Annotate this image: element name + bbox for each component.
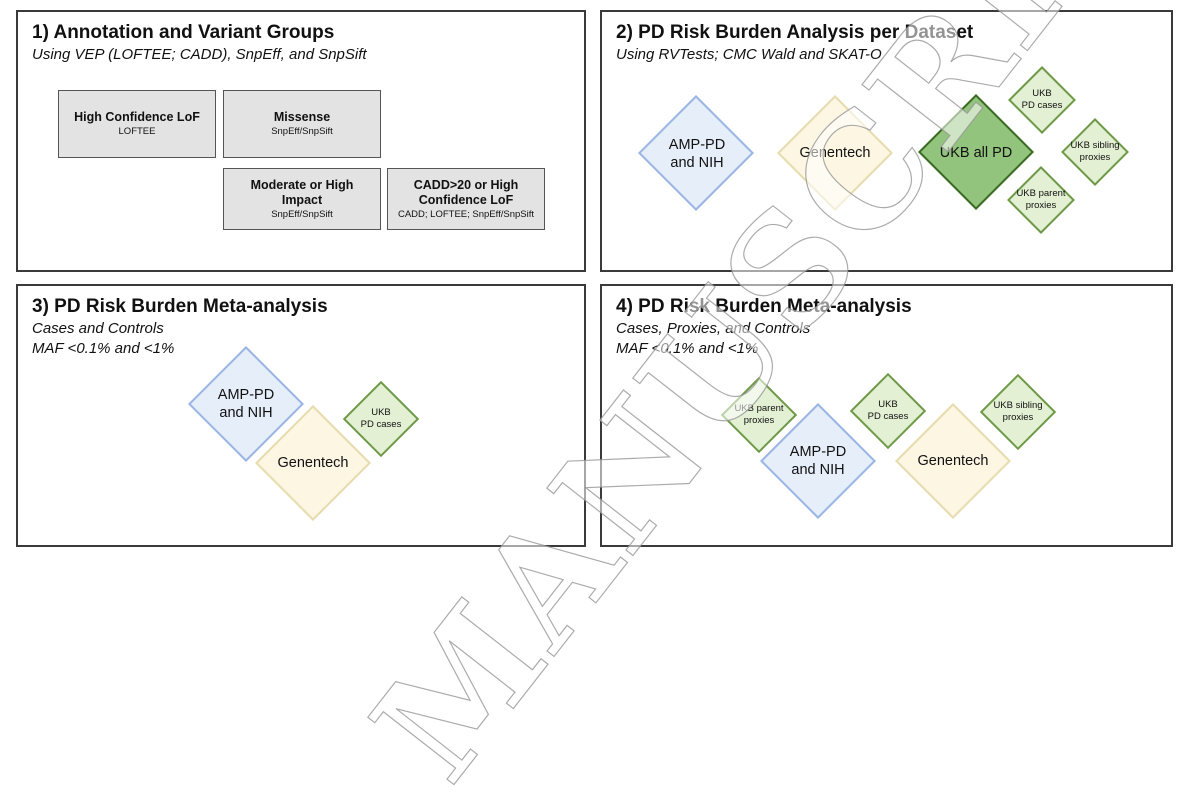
panel3-title: 3) PD Risk Burden Meta-analysis — [32, 296, 328, 317]
box-high-confidence-lof: High Confidence LoF LOFTEE — [58, 90, 216, 158]
label-ukb-sibling-proxies: UKB sibling proxies — [1070, 140, 1120, 163]
panel1-title: 1) Annotation and Variant Groups — [32, 22, 335, 43]
label-ukb-all-pd: UKB all PD — [939, 145, 1013, 161]
box-sub: LOFTEE — [118, 126, 156, 137]
label-amp-pd: AMP-PD and NIH — [789, 444, 847, 478]
panel2-subtitle: Using RVTests; CMC Wald and SKAT-O — [616, 46, 882, 63]
label-genentech: Genentech — [799, 145, 871, 161]
box-title: CADD>20 or High Confidence LoF — [413, 177, 519, 207]
box-moderate-high-impact: Moderate or High Impact SnpEff/SnpSift — [223, 168, 381, 230]
panel-annotation: 1) Annotation and Variant Groups Using V… — [16, 10, 586, 272]
panel3-subtitle-2: MAF <0.1% and <1% — [32, 340, 175, 357]
box-sub: CADD; LOFTEE; SnpEff/SnpSift — [397, 208, 535, 220]
label-ukb-parent-proxies: UKB parent proxies — [734, 403, 784, 426]
box-cadd-lof: CADD>20 or High Confidence LoF CADD; LOF… — [387, 168, 545, 230]
label-genentech: Genentech — [277, 455, 349, 471]
panel4-title: 4) PD Risk Burden Meta-analysis — [616, 296, 912, 317]
box-title: High Confidence LoF — [74, 110, 200, 124]
panel4-subtitle-2: MAF <0.1% and <1% — [616, 340, 759, 357]
box-sub: SnpEff/SnpSift — [271, 126, 333, 137]
panel1-subtitle: Using VEP (LOFTEE; CADD), SnpEff, and Sn… — [32, 46, 367, 63]
panel3-subtitle-1: Cases and Controls — [32, 320, 164, 337]
panel-risk-burden-per-dataset: 2) PD Risk Burden Analysis per Dataset U… — [600, 10, 1173, 272]
label-ukb-pd-cases: UKB PD cases — [360, 407, 402, 430]
box-title: Missense — [273, 110, 331, 124]
panel-meta-analysis-cases-controls: 3) PD Risk Burden Meta-analysis Cases an… — [16, 284, 586, 547]
label-ukb-sibling-proxies: UKB sibling proxies — [993, 400, 1043, 423]
label-ukb-pd-cases: UKB PD cases — [867, 399, 909, 422]
label-genentech: Genentech — [917, 453, 989, 469]
panel2-title: 2) PD Risk Burden Analysis per Dataset — [616, 22, 974, 43]
box-sub: SnpEff/SnpSift — [271, 208, 333, 220]
label-amp-pd: AMP-PD and NIH — [668, 137, 726, 171]
panel4-subtitle-1: Cases, Proxies, and Controls — [616, 320, 811, 337]
box-missense: Missense SnpEff/SnpSift — [223, 90, 381, 158]
box-title: Moderate or High Impact — [250, 177, 354, 207]
label-ukb-parent-proxies: UKB parent proxies — [1016, 188, 1066, 211]
label-amp-pd: AMP-PD and NIH — [217, 387, 275, 421]
panel-meta-analysis-cases-proxies-controls: 4) PD Risk Burden Meta-analysis Cases, P… — [600, 284, 1173, 547]
label-ukb-pd-cases: UKB PD cases — [1021, 88, 1063, 111]
